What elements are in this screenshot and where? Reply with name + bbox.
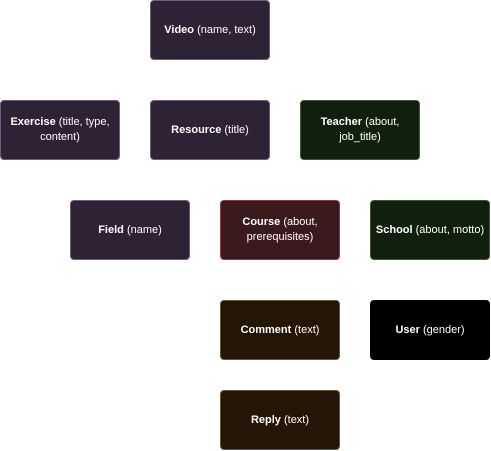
node-comment-name: Comment — [240, 323, 295, 336]
node-reply: Reply (text) — [220, 390, 340, 450]
node-user-fields: (gender) — [422, 323, 465, 336]
node-comment-fields: (text) — [294, 323, 320, 336]
node-reply-fields: (text) — [283, 413, 310, 426]
node-video-label: Video (name, text) — [164, 23, 256, 38]
node-school-label: School (about, motto) — [376, 223, 484, 238]
node-teacher-fields: (about, job_title) — [339, 116, 400, 143]
node-exercise: Exercise (title, type, content) — [0, 100, 120, 160]
node-teacher: Teacher (about, job_title) — [300, 100, 420, 160]
node-comment: Comment (text) — [220, 300, 340, 360]
node-field: Field (name) — [70, 200, 190, 260]
node-teacher-name: Teacher — [320, 116, 366, 128]
node-user-name: User — [395, 323, 423, 336]
node-course-name: Course — [242, 216, 284, 228]
node-course: Course (about, prerequisites) — [220, 200, 340, 260]
node-field-fields: (name) — [126, 223, 162, 236]
node-video-fields: (name, text) — [197, 23, 256, 36]
node-resource-name: Resource — [171, 123, 225, 136]
node-reply-label: Reply (text) — [251, 413, 309, 428]
node-resource-fields: (title) — [224, 123, 249, 136]
node-resource-label: Resource (title) — [171, 123, 249, 138]
node-user: User (gender) — [370, 300, 490, 360]
node-teacher-label: Teacher (about, job_title) — [305, 115, 415, 145]
node-comment-label: Comment (text) — [241, 323, 320, 338]
node-resource: Resource (title) — [150, 100, 270, 160]
node-reply-name: Reply — [250, 413, 284, 426]
node-exercise-name: Exercise — [10, 116, 59, 128]
node-user-label: User (gender) — [395, 323, 464, 338]
node-video-name: Video — [164, 23, 198, 36]
node-exercise-fields: (title, type, content) — [40, 116, 110, 143]
node-video: Video (name, text) — [150, 0, 270, 60]
node-field-name: Field — [98, 223, 127, 236]
node-school-name: School — [375, 223, 416, 236]
node-course-label: Course (about, prerequisites) — [225, 215, 335, 245]
node-field-label: Field (name) — [98, 223, 162, 238]
node-exercise-label: Exercise (title, type, content) — [5, 115, 115, 145]
node-school: School (about, motto) — [370, 200, 490, 260]
node-school-fields: (about, motto) — [415, 223, 485, 236]
node-course-fields: (about, prerequisites) — [246, 216, 318, 243]
